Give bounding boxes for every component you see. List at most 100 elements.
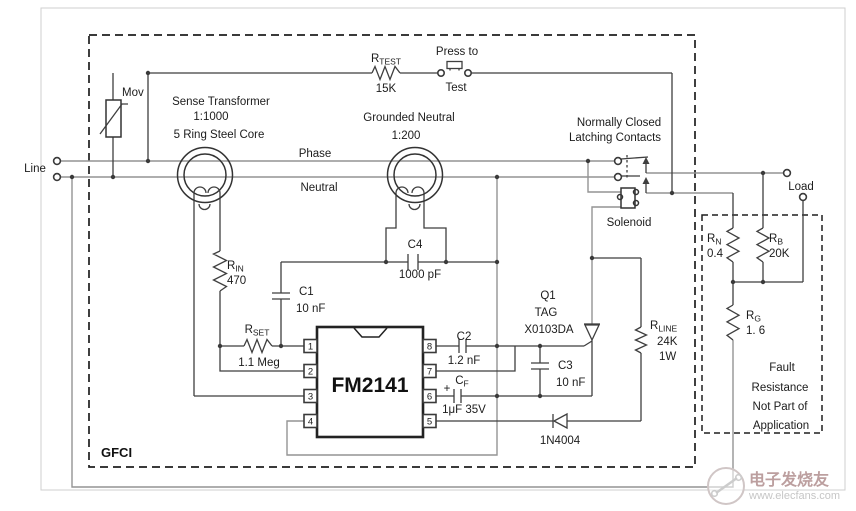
press-to-label: Press to <box>436 46 478 58</box>
gfci-label: GFCI <box>101 445 132 460</box>
rtest-name: R <box>371 53 379 65</box>
line-terminals <box>52 156 62 182</box>
cf-label: CF <box>455 375 469 389</box>
rline-name: R <box>650 320 658 332</box>
rn-name: R <box>707 233 715 245</box>
resistor-rtest <box>371 64 401 82</box>
latching-contacts <box>613 155 650 193</box>
pin-number-2: 2 <box>308 367 313 378</box>
resistor-rline <box>633 326 649 354</box>
diode-1n4004 <box>552 412 568 430</box>
rn-sub: N <box>715 237 721 247</box>
c1-value: 10 nF <box>296 303 325 315</box>
watermark-cn-text: 电子发烧友 <box>749 470 830 489</box>
d1-label: 1N4004 <box>540 435 581 447</box>
ic-pin-8 <box>422 338 437 354</box>
pin7-wire <box>436 346 516 372</box>
solenoid-feed-wire <box>587 161 621 193</box>
mov-varistor <box>99 99 128 138</box>
cf-plus: + <box>444 383 451 395</box>
ic-part-number: FM2141 <box>331 374 408 397</box>
load-label: Load <box>788 181 814 193</box>
mov-label: Mov <box>122 87 144 99</box>
grounded-neutral-transformer <box>386 146 444 211</box>
resistor-rn <box>725 227 741 263</box>
pin-number-7: 7 <box>427 367 432 378</box>
line-label: Line <box>24 163 46 175</box>
rline-leads <box>592 257 642 421</box>
sense-transformer <box>176 146 234 211</box>
sense-secondary-to-pin3 <box>193 193 304 397</box>
triac-q1 <box>583 323 601 342</box>
pin-number-5: 5 <box>427 417 432 428</box>
gn-secondary-left <box>385 193 397 262</box>
pin-number-6: 6 <box>427 392 432 403</box>
rline-label: RLINE <box>650 320 678 334</box>
ic-notch <box>353 327 388 338</box>
ic-pin-boxes <box>303 338 437 429</box>
pin-number-4: 4 <box>308 417 313 428</box>
rtest-label: RTEST <box>371 53 401 67</box>
ic-pin-2 <box>303 363 318 379</box>
cap-c3 <box>531 346 549 396</box>
ic-pin-4 <box>303 413 318 429</box>
c3-label: C3 <box>558 360 573 372</box>
triac-leads <box>583 340 593 396</box>
ic-pin-5 <box>422 413 437 429</box>
contacts-line1: Normally Closed <box>577 117 661 129</box>
rg-value: 1. 6 <box>746 325 765 337</box>
ic-pin-6 <box>422 388 437 404</box>
rset-label: RSET <box>245 324 270 338</box>
rline-value2: 1W <box>659 351 676 363</box>
neutral-bus-wire <box>286 177 498 456</box>
junction-dots <box>69 70 766 399</box>
c3-value: 10 nF <box>556 377 585 389</box>
component-wires <box>112 72 804 422</box>
q1-line1: Q1 <box>540 290 555 302</box>
load-terminals <box>782 168 808 202</box>
fault-note: Fault Resistance Not Part of Application <box>752 362 810 432</box>
pin2-wire <box>219 346 304 372</box>
rb-name: R <box>769 233 777 245</box>
labels: Line Load Mov RTEST 15K Press to Test Se… <box>24 46 814 460</box>
c2-label: C2 <box>457 331 472 343</box>
fault-note-line4: Application <box>753 420 809 432</box>
fault-note-line3: Not Part of <box>753 401 809 413</box>
rn-value: 0.4 <box>707 248 724 260</box>
rset-value: 1.1 Meg <box>238 357 280 369</box>
rin-sub: IN <box>235 264 244 274</box>
gn-secondary-right <box>423 193 447 262</box>
phase-label: Phase <box>299 148 332 160</box>
q1-line2: TAG <box>535 307 558 319</box>
ic-pin-7 <box>422 363 437 379</box>
pin-number-3: 3 <box>308 392 313 403</box>
sense-xfmr-line2: 1:1000 <box>193 111 228 123</box>
sense-xfmr-line1: Sense Transformer <box>172 96 270 108</box>
gn-xfmr-line2: 1:200 <box>392 130 421 142</box>
cf-sub: F <box>464 379 469 389</box>
rb-sub: B <box>777 237 783 247</box>
image-border <box>40 7 846 491</box>
resistor-rin <box>211 250 228 292</box>
watermark-url-text: www.elecfans.com <box>748 490 840 502</box>
cf-value: 1μF 35V <box>442 404 486 416</box>
gfci-boundary-box <box>88 34 696 468</box>
gn-xfmr-line1: Grounded Neutral <box>363 112 454 124</box>
rset-sub: SET <box>253 328 270 338</box>
contacts-line2: Latching Contacts <box>569 132 661 144</box>
rline-value1: 24K <box>657 336 678 348</box>
fault-boundary-box <box>701 214 823 434</box>
rg-label: RG <box>746 310 761 324</box>
rin-label: RIN <box>227 260 244 274</box>
contact-arrow-up-1 <box>642 157 650 164</box>
rg-sub: G <box>754 314 761 324</box>
cf-name: C <box>455 375 463 387</box>
q1-line3: X0103DA <box>524 324 574 336</box>
rtest-value: 15K <box>376 83 397 95</box>
neutral-label: Neutral <box>300 182 337 194</box>
c4-line <box>281 254 497 270</box>
resistor-rg <box>725 304 741 341</box>
solenoid-label: Solenoid <box>607 217 652 229</box>
